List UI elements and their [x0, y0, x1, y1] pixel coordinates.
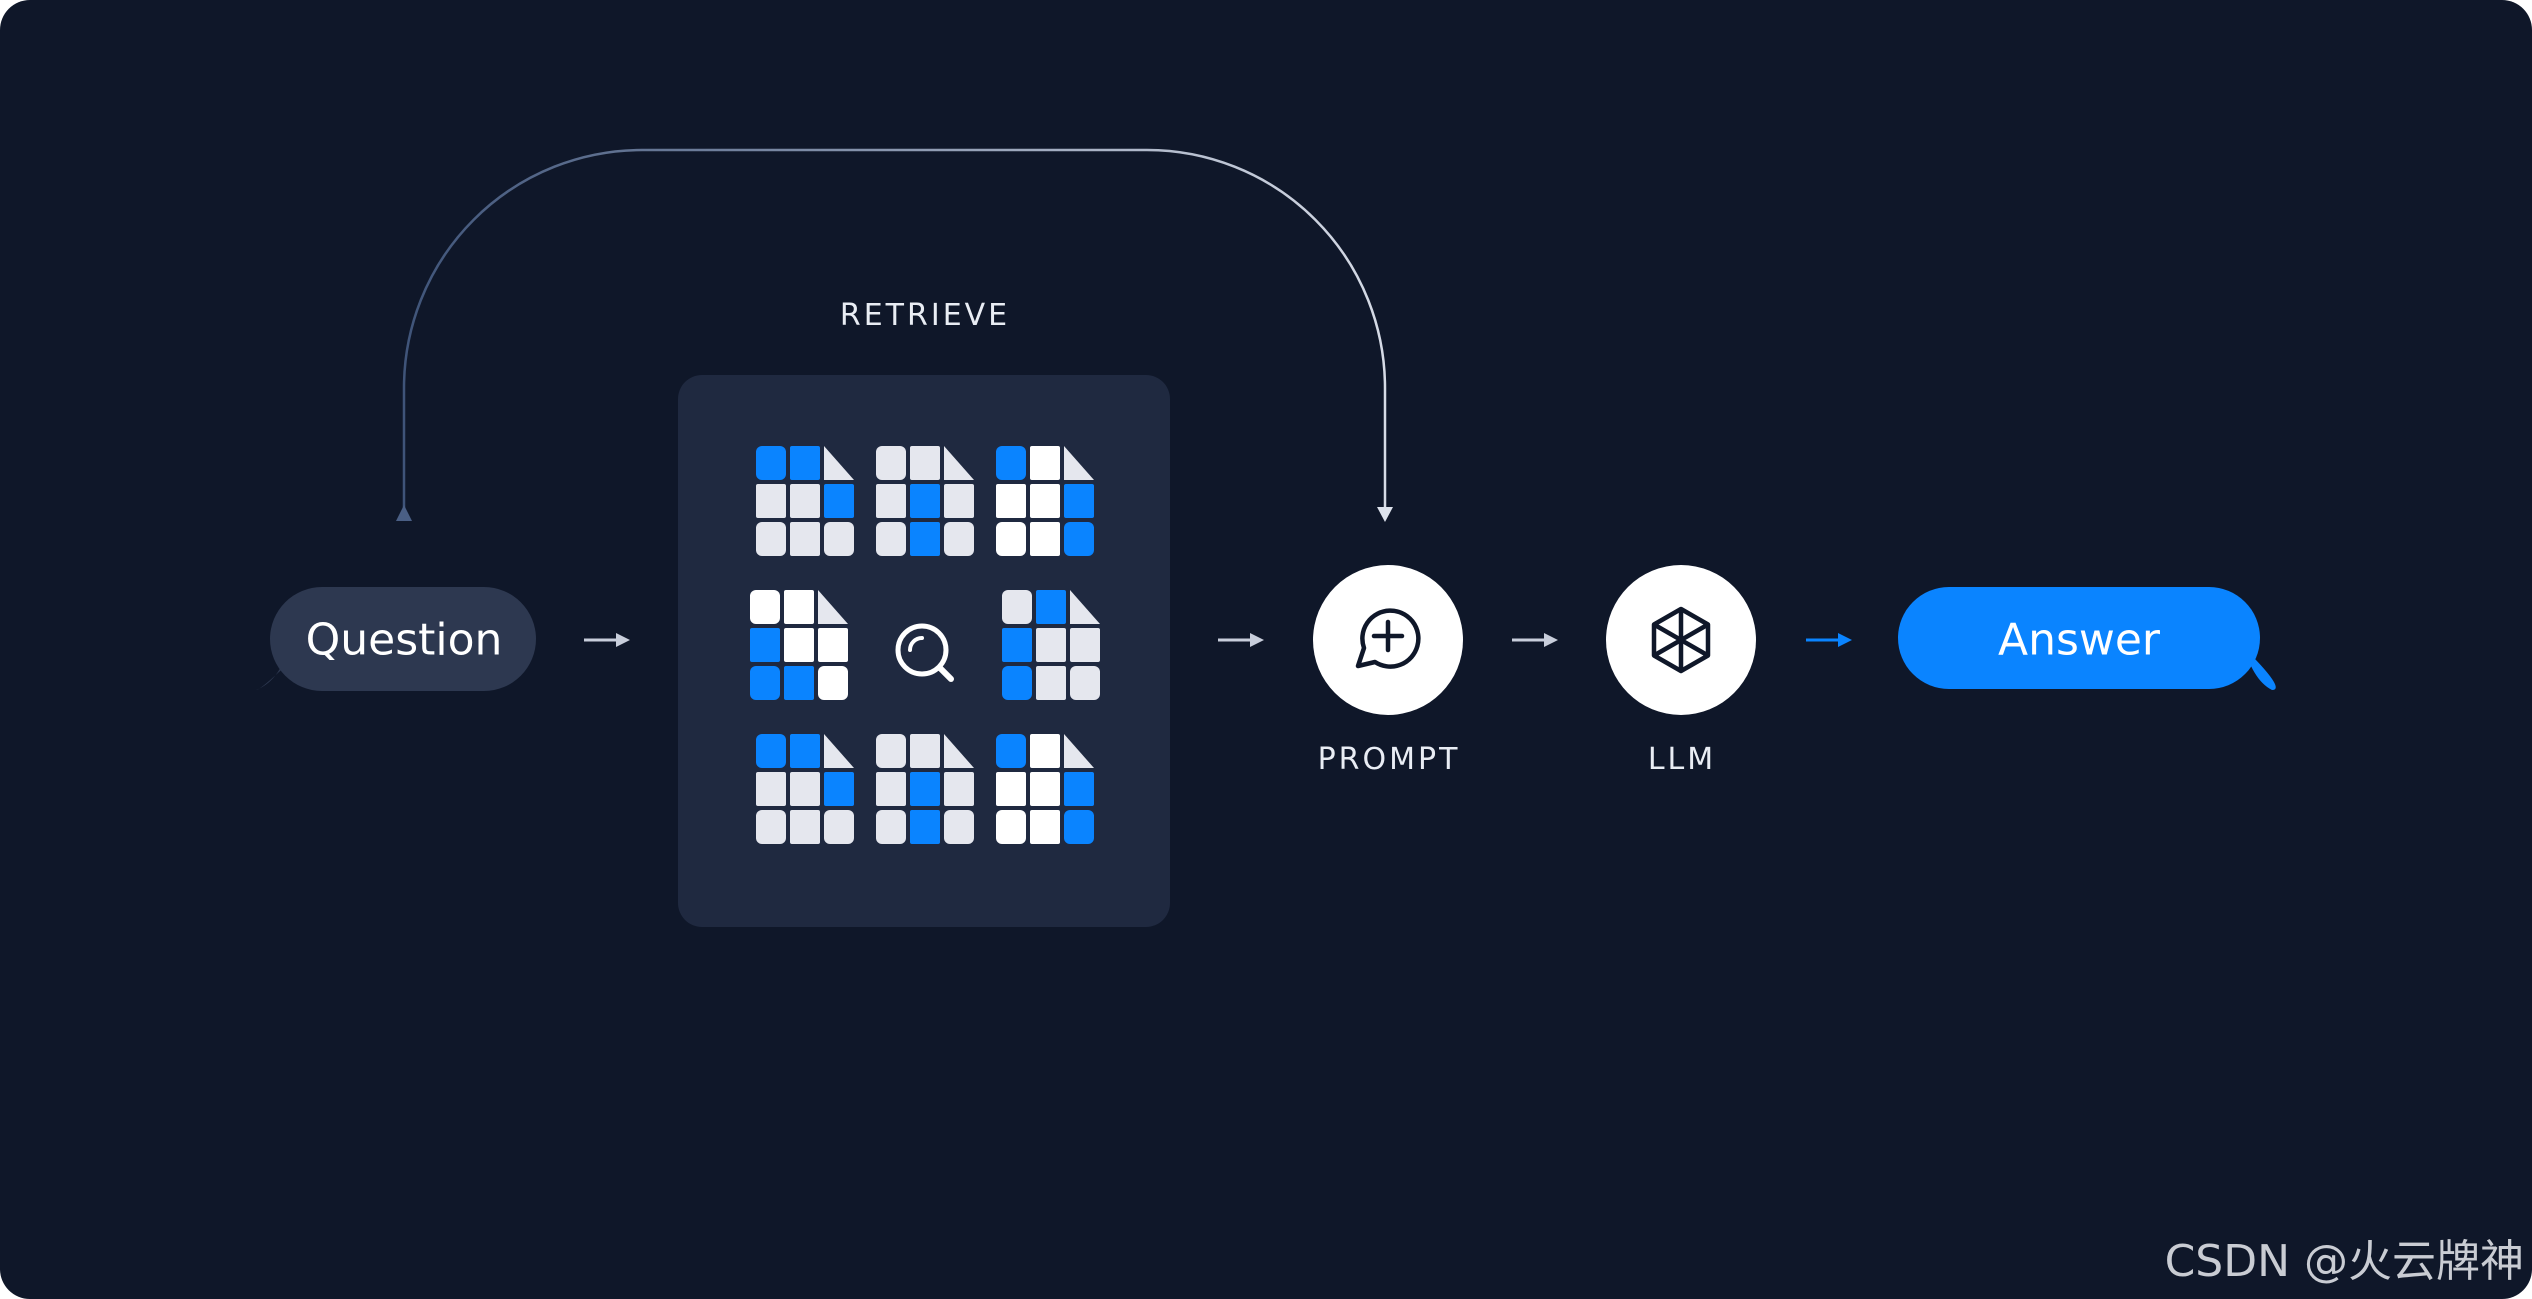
spreadsheet-document-icon — [756, 446, 854, 556]
answer-label: Answer — [1997, 614, 2161, 666]
arrow-llm-to-answer — [1806, 633, 1852, 647]
search-icon — [895, 623, 954, 682]
arrow-retrieve-to-prompt — [1218, 633, 1264, 647]
context-loop-connector — [402, 148, 1387, 520]
prompt-label: PROMPT — [1317, 742, 1461, 777]
spreadsheet-document-icon — [876, 734, 974, 844]
retrieve-label: RETRIEVE — [839, 298, 1011, 333]
loop-end-arrowhead — [1377, 507, 1393, 522]
document-grid — [750, 446, 1100, 844]
spreadsheet-document-icon — [996, 734, 1094, 844]
arrow-prompt-to-llm — [1512, 633, 1558, 647]
loop-start-arrowhead — [396, 505, 412, 521]
llm-label: LLM — [1647, 742, 1717, 777]
chat-plus-icon — [1355, 608, 1421, 669]
spreadsheet-document-icon — [750, 590, 848, 700]
arrow-question-to-retrieve — [584, 633, 630, 647]
spreadsheet-document-icon — [1002, 590, 1100, 700]
spreadsheet-document-icon — [996, 446, 1094, 556]
answer-bubble — [1898, 587, 2276, 690]
question-label: Question — [305, 614, 503, 666]
watermark: CSDN @火云牌神 — [2164, 1236, 2524, 1287]
hexagon-cube-icon — [1651, 606, 1711, 674]
spreadsheet-document-icon — [756, 734, 854, 844]
question-bubble — [256, 587, 536, 691]
spreadsheet-document-icon — [876, 446, 974, 556]
